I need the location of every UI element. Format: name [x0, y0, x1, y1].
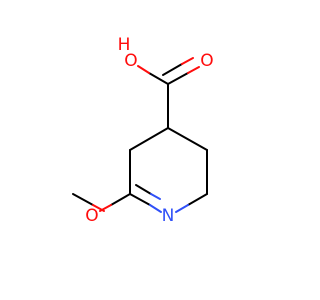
atom-hydroxyl-h: H	[118, 35, 131, 55]
atom-carbonyl-o: O	[200, 51, 213, 71]
bond-c2-n-inner-blue	[150, 193, 161, 200]
bond-c4-c5	[167, 127, 208, 151]
bond-o-ch3-red	[92, 204, 105, 212]
bond-carbonyl-outer-black	[167, 72, 189, 85]
structure-canvas: H O O N O	[0, 0, 300, 300]
bond-group	[72, 63, 208, 206]
bond-c6-n-black	[187, 193, 208, 206]
bond-c2-n-outer-blue	[149, 204, 162, 213]
bond-c2-n-outer-black	[129, 193, 151, 206]
atom-ring-n: N	[162, 206, 175, 226]
bond-carbonyl-inner-red	[181, 57, 194, 65]
bond-c2-n-inner-black	[135, 184, 152, 195]
bond-carbonyl-outer-red	[187, 66, 200, 74]
bond-carboxyl-oh-black	[148, 72, 169, 85]
bond-c6-n-blue	[175, 204, 189, 213]
bond-c4-c3	[129, 127, 169, 151]
bond-carbonyl-inner-black	[162, 63, 183, 76]
heteroatom-bond-group	[92, 57, 200, 213]
background	[0, 0, 300, 300]
bond-c2-o-black	[110, 193, 131, 206]
atom-hydroxyl-o: O	[124, 51, 137, 71]
molecule-diagram: H O O N O	[0, 0, 300, 300]
atom-methoxy-o: O	[85, 206, 98, 226]
bond-o-ch3-black	[72, 193, 94, 206]
bond-carboxyl-oh-red	[137, 65, 150, 74]
